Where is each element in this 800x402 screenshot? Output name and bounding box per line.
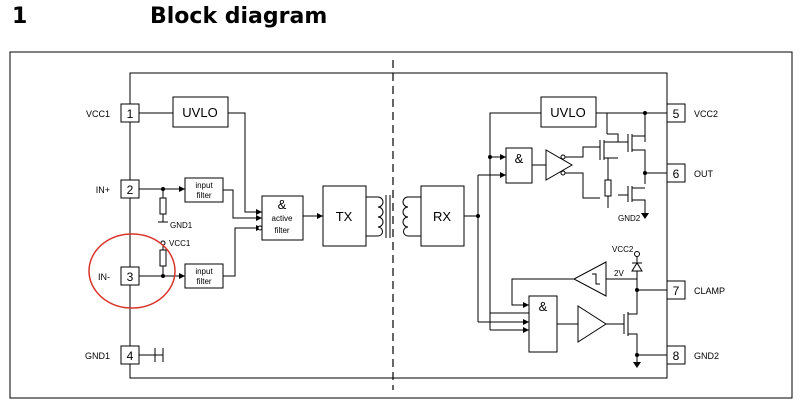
svg-text:&: & <box>515 151 524 166</box>
pin-name-in-plus: IN+ <box>96 185 110 195</box>
rx-block: RX <box>420 185 465 247</box>
highlight-circle <box>88 233 176 309</box>
svg-text:&: & <box>539 299 548 314</box>
diagram-frame <box>9 51 793 399</box>
pin-name-clamp: CLAMP <box>694 286 725 296</box>
svg-text:5: 5 <box>673 107 680 121</box>
uvlo-block-input: UVLO <box>172 96 229 128</box>
svg-text:3: 3 <box>127 270 134 284</box>
svg-text:UVLO: UVLO <box>182 105 217 120</box>
threshold-label: 2V <box>614 269 624 278</box>
pin-name-gnd1: GND1 <box>85 351 110 361</box>
output-driver-buffer <box>545 149 574 181</box>
svg-text:input: input <box>195 181 213 190</box>
svg-text:input: input <box>195 267 213 276</box>
output-mosfets <box>618 134 667 212</box>
svg-text:active: active <box>272 214 293 223</box>
pull-down-resistor <box>159 197 167 215</box>
and-gate-output: & <box>505 147 533 184</box>
input-filter-minus: input filter <box>184 263 224 289</box>
clamp-diode <box>631 262 643 272</box>
svg-text:&: & <box>278 197 287 212</box>
svg-text:filter: filter <box>196 191 211 200</box>
svg-text:8: 8 <box>673 349 680 363</box>
and-active-filter-block: & active filter <box>261 195 304 241</box>
svg-text:TX: TX <box>336 209 353 224</box>
svg-text:7: 7 <box>673 284 680 298</box>
pin-2: 2 <box>120 179 140 199</box>
clamp-driver-buffer <box>577 305 607 343</box>
section-header: 1 Block diagram <box>0 0 800 40</box>
package-outline <box>129 72 668 379</box>
pin-name-gnd2: GND2 <box>694 351 719 361</box>
pin-name-vcc1: VCC1 <box>86 109 110 119</box>
section-number: 1 <box>12 4 28 29</box>
transformer-coil <box>366 195 421 238</box>
svg-text:filter: filter <box>274 226 289 235</box>
svg-text:6: 6 <box>673 167 680 181</box>
svg-text:filter: filter <box>196 277 211 286</box>
pin-8: 8 <box>666 345 686 365</box>
pin-7: 7 <box>666 280 686 300</box>
pin-name-vcc2: VCC2 <box>694 109 718 119</box>
clamp-comparator <box>572 261 607 297</box>
pin-6: 6 <box>666 163 686 183</box>
pin-3: 3 <box>120 266 140 286</box>
svg-text:RX: RX <box>433 209 451 224</box>
pin-5: 5 <box>666 103 686 123</box>
svg-text:1: 1 <box>127 107 134 121</box>
input-filter-plus: input filter <box>184 177 224 203</box>
tx-block: TX <box>322 185 367 247</box>
pin-name-out: OUT <box>694 169 714 179</box>
pull-down-ref-label: GND1 <box>170 221 193 230</box>
predriver-mosfets <box>599 133 619 208</box>
pin-name-in-minus: IN- <box>98 272 110 282</box>
uvlo-block-output: UVLO <box>540 96 597 128</box>
clamp-mosfet <box>623 290 638 362</box>
svg-text:4: 4 <box>127 349 134 363</box>
and-gate-clamp: & <box>528 295 558 353</box>
section-title: Block diagram <box>150 4 328 29</box>
pull-up-ref-label: VCC1 <box>169 239 191 248</box>
ground-ref-label: GND2 <box>618 214 641 223</box>
clamp-supply-label: VCC2 <box>612 245 634 254</box>
svg-text:UVLO: UVLO <box>550 105 585 120</box>
svg-text:2: 2 <box>127 183 134 197</box>
pin-1: 1 <box>120 103 140 123</box>
pull-up-resistor <box>159 249 167 267</box>
pin-4: 4 <box>120 345 140 365</box>
